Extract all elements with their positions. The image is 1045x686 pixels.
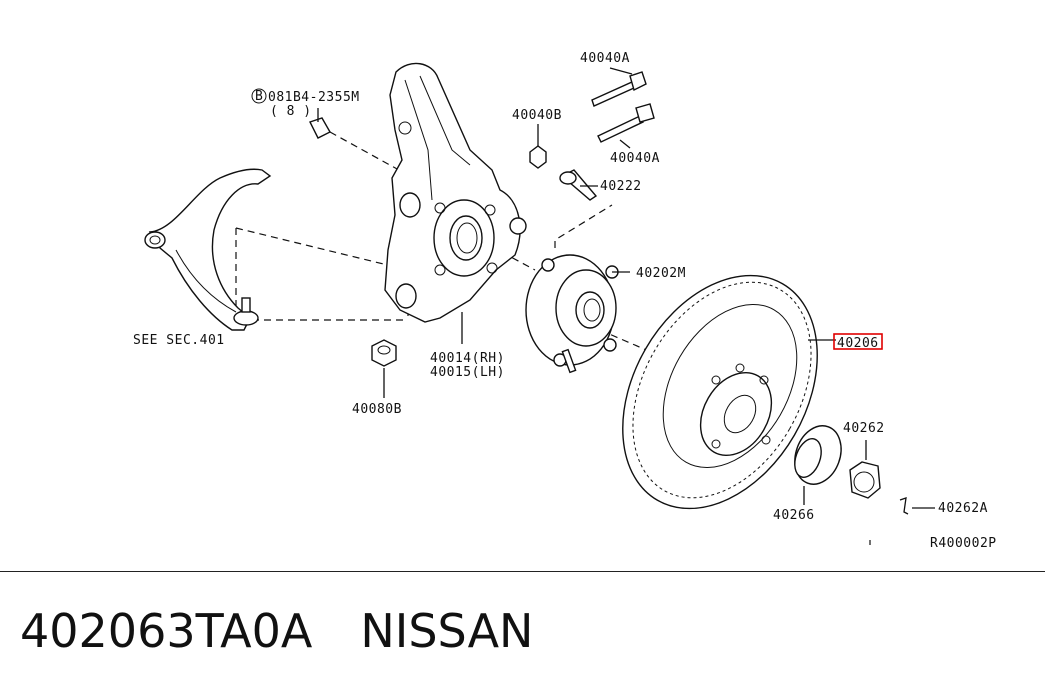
bolt-081b4	[309, 108, 331, 139]
bolt-label-group: B 081B4-2355M ( 8 )	[251, 88, 360, 119]
footer-divider	[0, 571, 1045, 572]
stud-40222	[559, 169, 598, 201]
nut-40040b	[529, 124, 547, 169]
wheel-hub-40202m	[525, 254, 630, 374]
label-40206: 40206	[837, 336, 879, 351]
label-40040a-bottom: 40040A	[610, 151, 660, 166]
label-40040a-top: 40040A	[580, 51, 630, 66]
nut-40080b	[371, 339, 397, 398]
hub-nut-40262	[849, 440, 881, 499]
label-bolt-qty: ( 8 )	[270, 104, 312, 119]
label-see-sec: SEE SEC.401	[133, 333, 225, 348]
bolt-circle-letter: B	[255, 89, 263, 104]
part-number: 402063TA0A	[20, 604, 313, 658]
lower-control-arm	[144, 168, 272, 331]
label-ref-code: R400002P	[930, 536, 997, 551]
label-40202m: 40202M	[636, 266, 686, 281]
brand-name: NISSAN	[360, 604, 534, 658]
label-40014: 40014(RH)	[430, 351, 505, 366]
cotter-pin-40262a	[899, 497, 935, 515]
label-40080b: 40080B	[352, 402, 402, 417]
footer-caption: 402063TA0A NISSAN	[20, 596, 533, 666]
highlight-box-40206	[833, 333, 883, 350]
label-40266: 40266	[773, 508, 815, 523]
label-40015: 40015(LH)	[430, 365, 505, 380]
bolt-40040a-top	[591, 67, 647, 107]
bolt-40040a-bottom	[597, 103, 655, 149]
washer-40266	[794, 425, 842, 505]
parts-diagram: B 081B4-2355M ( 8 ) SEE SEC.401 40040A 4…	[133, 51, 997, 551]
label-40222: 40222	[600, 179, 642, 194]
brake-rotor-40206	[622, 274, 836, 510]
steering-knuckle	[384, 62, 527, 344]
label-bolt-spec: 081B4-2355M	[268, 90, 360, 105]
label-40262: 40262	[843, 421, 885, 436]
label-40262a: 40262A	[938, 501, 988, 516]
label-40040b: 40040B	[512, 108, 562, 123]
